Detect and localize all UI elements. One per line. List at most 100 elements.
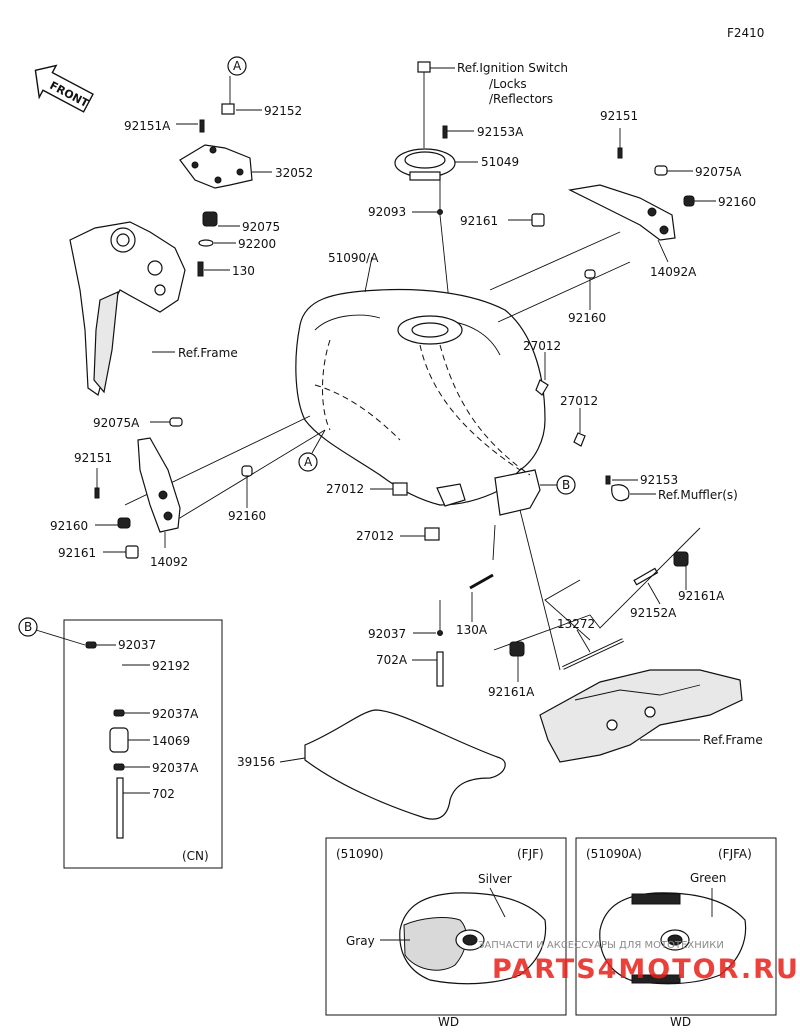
grommet-92160-low — [241, 465, 253, 477]
label-13272: 13272 — [557, 617, 595, 631]
grommet-92161-top — [531, 213, 545, 227]
bolt-92151-top — [617, 147, 623, 159]
filter-14069 — [109, 727, 129, 753]
watermark-line1: ЗАПЧАСТИ И АКСЕССУАРЫ ДЛЯ МОТОТЕХНИКИ — [478, 940, 724, 951]
label-51049: 51049 — [481, 155, 519, 169]
variant-fjfa-part: (51090A) — [586, 847, 642, 861]
small-fasteners-left — [197, 103, 235, 277]
damper-92075 — [202, 211, 218, 227]
label-39156: 39156 — [237, 755, 275, 769]
callout-a-top — [227, 56, 247, 76]
ref-ignition: Ref.Ignition Switch — [457, 61, 568, 75]
label-92160-left: 92160 — [50, 519, 88, 533]
fuel-cap-51049 — [394, 148, 456, 181]
clip-92037A-a — [113, 709, 125, 717]
label-92160-top: 92160 — [718, 195, 756, 209]
watermark-logo: PARTS4MOTOR.RU — [492, 954, 800, 985]
label-92161A-low: 92161A — [488, 685, 535, 699]
cn-box — [63, 619, 223, 869]
pad-27012-b — [573, 432, 586, 447]
tank-fjfa-drawing — [599, 892, 747, 985]
variant-fjf-code: (FJF) — [517, 847, 544, 861]
cn-item-4: 14069 — [152, 734, 190, 748]
variant-fjf-color-b: Gray — [346, 934, 375, 948]
fuel-tank-51090 — [295, 288, 546, 516]
cn-item-5: 92037A — [152, 761, 199, 775]
hose-702-cn — [116, 777, 124, 839]
clamp-muffler — [611, 484, 630, 502]
clip-92037A-b — [113, 763, 125, 771]
bracket-14092 — [137, 437, 181, 533]
grommet-92161-left — [125, 545, 139, 559]
variant-fjfa-code: (FJFA) — [718, 847, 752, 861]
label-14092: 14092 — [150, 555, 188, 569]
bracket-14092A — [568, 184, 676, 241]
bolt-130 — [197, 261, 204, 277]
screw-92093 — [437, 209, 443, 215]
ref-muffler: Ref.Muffler(s) — [658, 488, 738, 502]
variant-fjf-box — [325, 837, 567, 1016]
rear-frame-drawing — [539, 669, 743, 763]
callout-b-mid-label: B — [562, 478, 570, 492]
variant-fjfa-color-a: Green — [690, 871, 726, 885]
ref-frame-right: Ref.Frame — [703, 733, 763, 747]
washer-92200 — [198, 239, 214, 247]
label-92153: 92153 — [640, 473, 678, 487]
damper-92161A-right — [673, 551, 689, 567]
callout-a-mid — [298, 452, 318, 472]
label-92153A: 92153A — [477, 125, 524, 139]
pad-27012-c — [392, 482, 408, 496]
label-130A: 130A — [456, 623, 488, 637]
callout-a-mid-label: A — [304, 455, 313, 469]
damper-92161A-low — [509, 641, 525, 657]
diagram-code: F2410 — [727, 26, 764, 40]
hose-702A — [436, 651, 444, 687]
label-92152A: 92152A — [630, 606, 677, 620]
pad-27012-a — [535, 379, 549, 396]
label-92075A-top: 92075A — [695, 165, 742, 179]
callout-b-cn — [18, 617, 38, 637]
cn-item-3: 92037A — [152, 707, 199, 721]
bolt-130A — [469, 573, 494, 590]
cn-item-2: 92192 — [152, 659, 190, 673]
screw-92037 — [437, 630, 443, 636]
ref-locks: /Locks — [489, 77, 527, 91]
ref-reflectors: /Reflectors — [489, 92, 553, 106]
grommet-92160-mid — [584, 269, 596, 279]
callout-b-cn-label: B — [24, 620, 32, 634]
variant-fjf-color-a: Silver — [478, 872, 512, 886]
variant-fjfa-footer: WD — [670, 1015, 691, 1029]
front-arrow-icon: FRONT — [34, 64, 94, 113]
label-27012-a: 27012 — [523, 339, 561, 353]
cn-box-label: (CN) — [182, 849, 209, 863]
variant-fjf-part: (51090) — [336, 847, 384, 861]
bolt-92153 — [605, 475, 611, 485]
label-27012-c: 27012 — [326, 482, 364, 496]
bolt-92153A — [442, 125, 448, 139]
label-702A: 702A — [376, 653, 408, 667]
mat-39156 — [304, 709, 506, 820]
label-27012-d: 27012 — [356, 529, 394, 543]
cap-92075A-top — [654, 165, 668, 176]
label-92151-left: 92151 — [74, 451, 112, 465]
bolt-92151-left — [94, 487, 100, 499]
grommet-92160-left — [117, 517, 131, 529]
cn-item-1: 92037 — [118, 638, 156, 652]
cn-item-6: 702 — [152, 787, 175, 801]
label-32052: 32052 — [275, 166, 313, 180]
tank-fjf-drawing — [399, 892, 547, 985]
label-14092A: 14092A — [650, 265, 697, 279]
grommet-92152 — [221, 103, 235, 115]
variant-fjfa-box — [575, 837, 777, 1016]
label-92161-top: 92161 — [460, 214, 498, 228]
label-92093: 92093 — [368, 205, 406, 219]
clip-92037-cn — [85, 641, 97, 649]
pad-27012-d — [424, 527, 440, 541]
bolt-92151A — [199, 119, 205, 133]
label-92161-left: 92161 — [58, 546, 96, 560]
callout-a-top-label: A — [233, 59, 242, 73]
left-frame-drawing — [69, 221, 186, 396]
grommet-92160-top — [683, 195, 695, 207]
label-92152: 92152 — [264, 104, 302, 118]
